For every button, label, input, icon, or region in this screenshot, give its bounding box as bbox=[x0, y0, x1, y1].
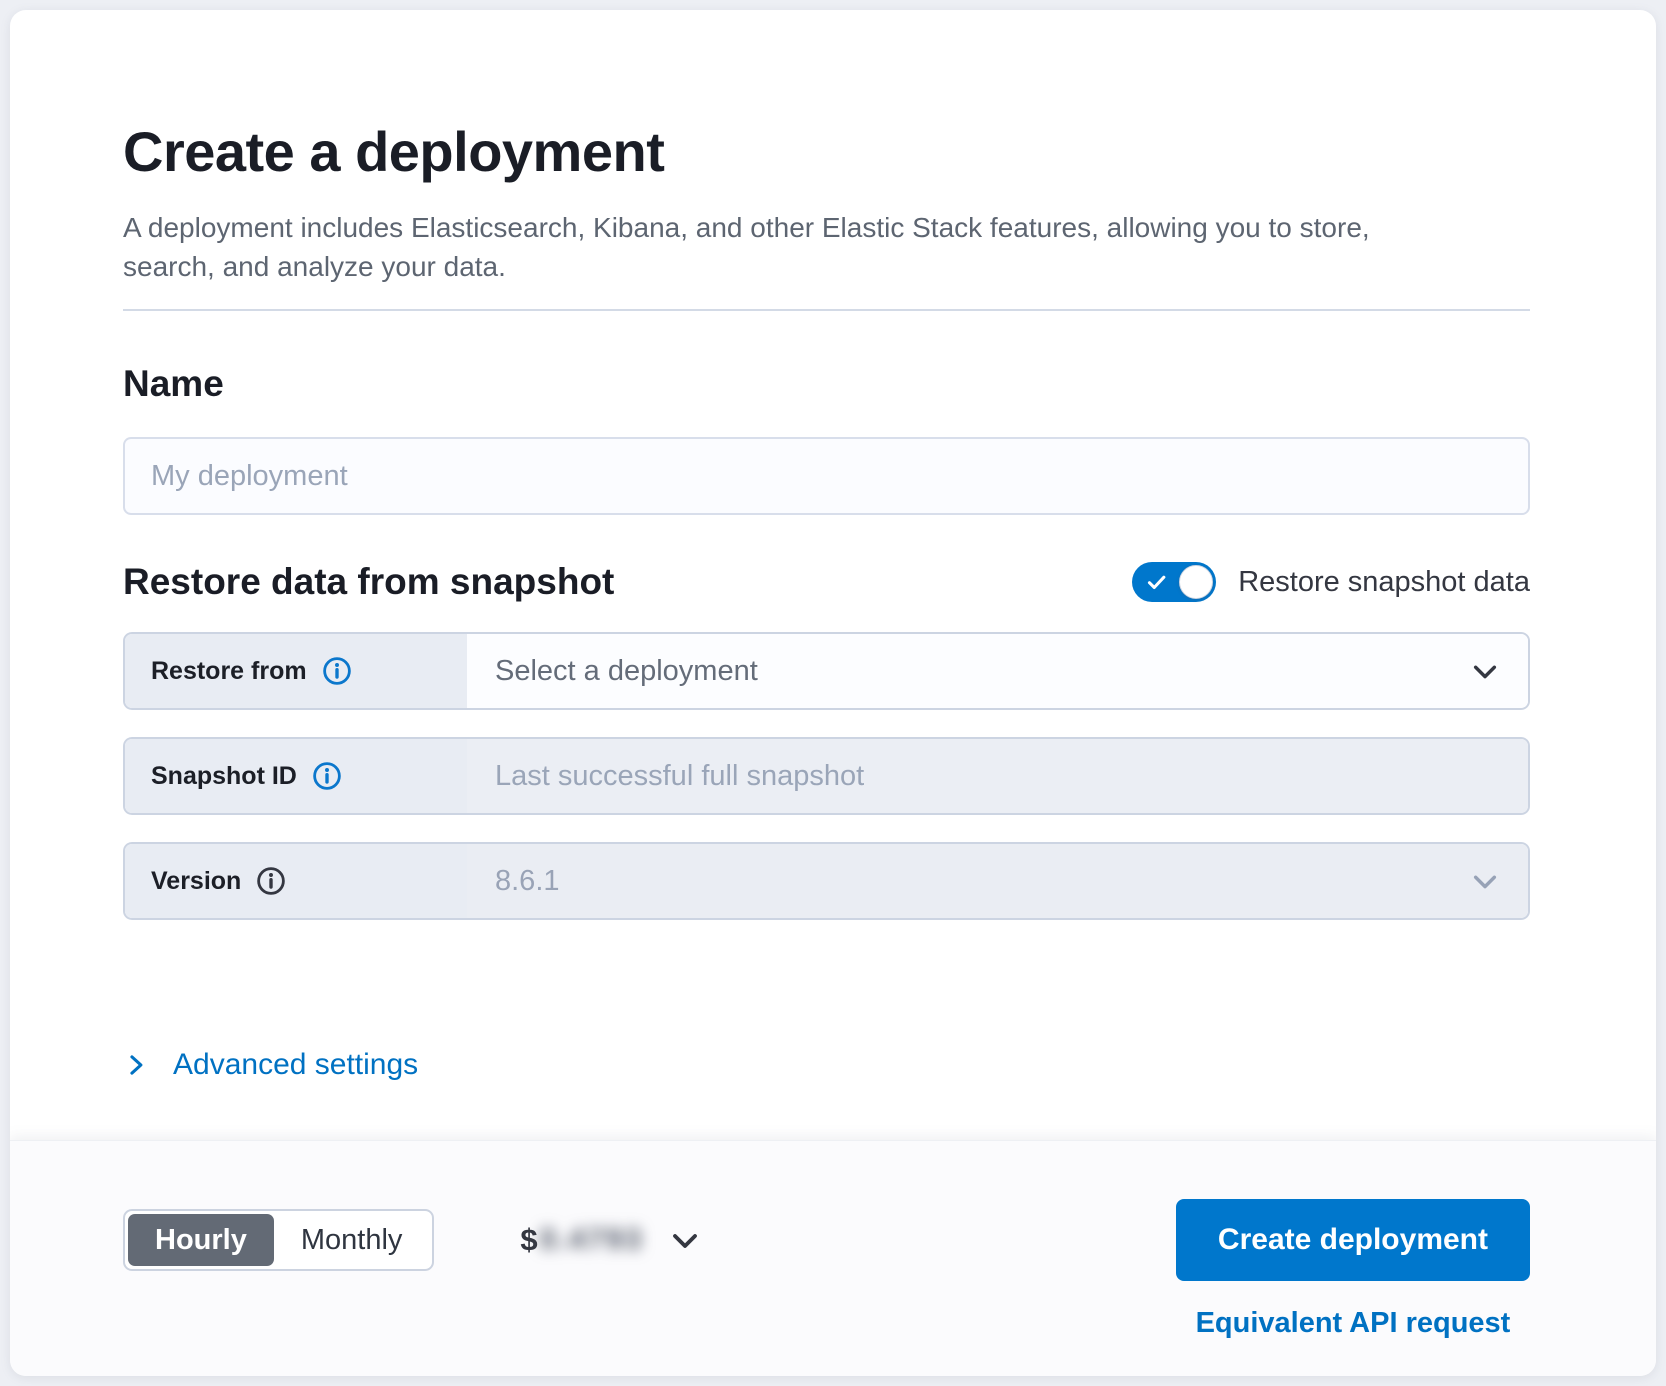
main-content: Create a deployment A deployment include… bbox=[10, 10, 1656, 1140]
equivalent-api-request-link[interactable]: Equivalent API request bbox=[1195, 1307, 1511, 1339]
restore-from-select[interactable]: Select a deployment bbox=[467, 634, 1528, 708]
restore-snapshot-toggle-cluster: Restore snapshot data bbox=[1132, 562, 1530, 602]
advanced-settings-label: Advanced settings bbox=[173, 1048, 419, 1081]
info-icon[interactable] bbox=[322, 656, 352, 686]
page-title: Create a deployment bbox=[123, 120, 665, 183]
price-breakdown-toggle[interactable]: $ 0.4793 bbox=[520, 1222, 701, 1258]
restore-snapshot-toggle[interactable] bbox=[1132, 562, 1217, 602]
page-subtitle: A deployment includes Elasticsearch, Kib… bbox=[123, 212, 1370, 282]
restore-from-label: Restore from bbox=[151, 656, 307, 685]
version-select[interactable]: 8.6.1 bbox=[467, 844, 1528, 918]
deployment-name-input[interactable] bbox=[123, 437, 1530, 515]
chevron-down-icon bbox=[1473, 875, 1497, 889]
check-icon bbox=[1148, 575, 1166, 590]
snapshot-id-placeholder: Last successful full snapshot bbox=[495, 759, 865, 792]
header-divider bbox=[123, 309, 1530, 311]
version-label: Version bbox=[151, 866, 242, 895]
restore-section-header: Restore data from snapshot Restore snaps… bbox=[123, 559, 1530, 605]
create-deployment-button[interactable]: Create deployment bbox=[1175, 1199, 1530, 1281]
chevron-down-icon bbox=[673, 1234, 698, 1248]
monthly-button[interactable]: Monthly bbox=[300, 1223, 403, 1256]
restore-section-heading: Restore data from snapshot bbox=[123, 561, 615, 602]
info-icon[interactable] bbox=[312, 761, 342, 791]
submit-cluster: Create deployment Equivalent API request bbox=[1175, 1199, 1530, 1340]
snapshot-id-row: Snapshot ID Last successful full snapsho… bbox=[123, 737, 1530, 815]
price-amount-blurred: 0.4793 bbox=[539, 1223, 644, 1256]
version-select-value: 8.6.1 bbox=[495, 864, 560, 897]
restore-from-row: Restore from Select a deployment bbox=[123, 632, 1530, 710]
name-section-heading: Name bbox=[123, 363, 224, 404]
version-label-cell: Version bbox=[125, 844, 467, 918]
info-icon[interactable] bbox=[256, 866, 286, 896]
create-deployment-panel: Create a deployment A deployment include… bbox=[10, 10, 1656, 1376]
snapshot-id-label-cell: Snapshot ID bbox=[125, 739, 467, 813]
billing-period-group: Hourly Monthly bbox=[123, 1209, 435, 1271]
restore-from-label-cell: Restore from bbox=[125, 634, 467, 708]
advanced-settings-link[interactable]: Advanced settings bbox=[123, 1048, 418, 1082]
version-row: Version 8.6.1 bbox=[123, 842, 1530, 920]
toggle-label: Restore snapshot data bbox=[1238, 565, 1530, 598]
hourly-button[interactable]: Hourly bbox=[128, 1214, 274, 1266]
chevron-right-icon bbox=[130, 1055, 143, 1075]
toggle-knob bbox=[1179, 565, 1214, 599]
price-currency: $ bbox=[520, 1222, 538, 1257]
snapshot-id-label: Snapshot ID bbox=[151, 761, 297, 790]
chevron-down-icon bbox=[1473, 665, 1497, 679]
restore-from-select-value: Select a deployment bbox=[495, 654, 758, 687]
billing-and-price: Hourly Monthly $ 0.4793 bbox=[123, 1199, 701, 1281]
bottom-bar: Hourly Monthly $ 0.4793 Create deploymen… bbox=[10, 1140, 1656, 1376]
snapshot-id-input[interactable]: Last successful full snapshot bbox=[467, 739, 1528, 813]
